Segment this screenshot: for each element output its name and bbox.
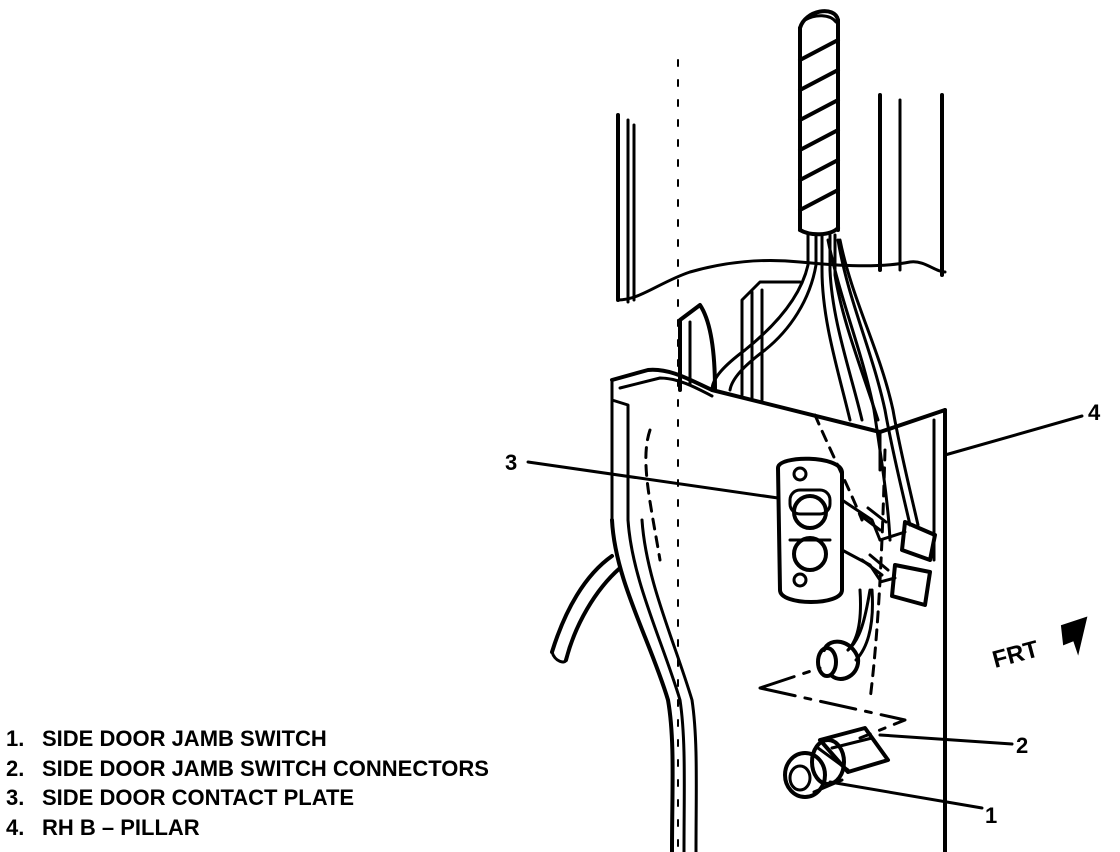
legend-item: 4. RH B – PILLAR [6, 813, 489, 843]
callout-2: 2 [1016, 733, 1028, 758]
legend-item-text: RH B – PILLAR [42, 814, 200, 840]
legend-item-number: 1. [6, 726, 25, 751]
callout-3: 3 [505, 450, 517, 475]
callout-4: 4 [1088, 400, 1101, 425]
switch-lead-wire [816, 588, 874, 681]
leader-line-2 [878, 733, 1014, 746]
legend-item-number: 4. [6, 814, 25, 840]
harness-wires [710, 233, 920, 542]
front-arrow-icon [1060, 616, 1088, 656]
legend-item-text: SIDE DOOR JAMB SWITCH CONNECTORS [42, 755, 489, 781]
legend-item-number: 3. [6, 785, 25, 810]
wire-harness-sleeve [798, 9, 840, 237]
b-pillar [610, 280, 947, 852]
legend-item-text: SIDE DOOR CONTACT PLATE [42, 785, 355, 810]
front-direction-label: FRT [990, 636, 1042, 674]
front-direction-indicator: FRT [990, 616, 1088, 674]
legend-item-number: 2. [6, 755, 25, 781]
legend-item: 3. SIDE DOOR CONTACT PLATE [6, 783, 489, 813]
legend-item-text: SIDE DOOR JAMB SWITCH [42, 726, 327, 751]
side-door-contact-plate [776, 456, 844, 604]
installation-path [758, 666, 907, 740]
leader-line-4 [943, 414, 1084, 457]
legend-item: 1. SIDE DOOR JAMB SWITCH [6, 724, 489, 754]
loose-wire [550, 554, 622, 664]
parts-legend: 1. SIDE DOOR JAMB SWITCH 2. SIDE DOOR JAMB… [6, 724, 489, 842]
callout-1: 1 [985, 803, 997, 828]
side-door-jamb-switch [783, 726, 890, 799]
leader-line-1 [828, 780, 984, 810]
upper-pillar-section [616, 93, 947, 304]
leader-line-3 [526, 460, 780, 500]
legend-item: 2. SIDE DOOR JAMB SWITCH CONNECTORS [6, 754, 489, 784]
leader-lines [526, 414, 1084, 810]
